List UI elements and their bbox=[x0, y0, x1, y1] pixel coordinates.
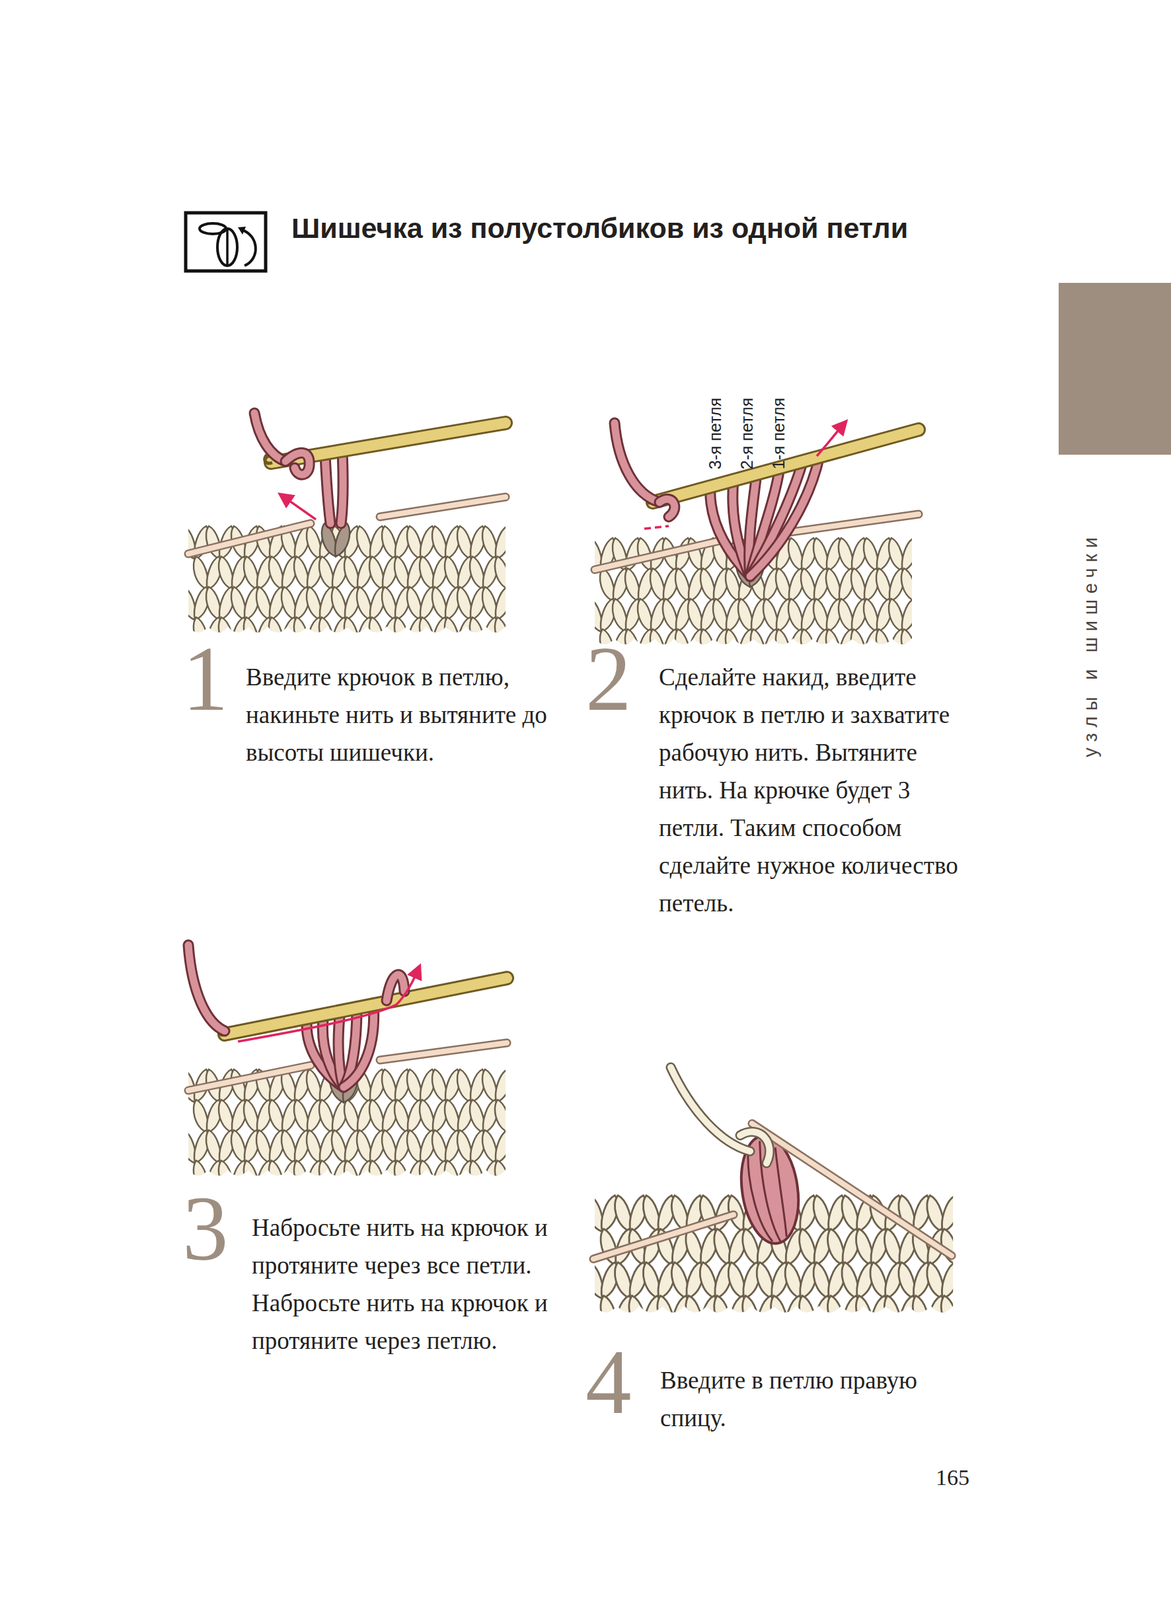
step-text: Введите в петлю правую спицу. bbox=[660, 1361, 965, 1437]
step-3-illustration bbox=[181, 944, 523, 1194]
step-number: 1 bbox=[182, 633, 229, 725]
step-1-illustration bbox=[181, 413, 523, 651]
loop-label: 1-я петля bbox=[768, 397, 789, 470]
loop-label: 3-я петля bbox=[705, 397, 725, 470]
symbol-icon bbox=[185, 212, 266, 271]
step-number: 3 bbox=[182, 1182, 229, 1275]
step-text: Введите крючок в петлю, накиньте нить и … bbox=[245, 658, 564, 772]
step-2-illustration bbox=[587, 421, 930, 663]
step-number: 2 bbox=[585, 633, 632, 725]
page-number: 165 bbox=[935, 1464, 970, 1491]
loop-label: 2-я петля bbox=[736, 397, 757, 470]
step-4-illustration bbox=[586, 1067, 973, 1333]
side-tab bbox=[1058, 282, 1171, 455]
section-tab-text: узлы и шишечки bbox=[1079, 531, 1102, 757]
step-text: Набросьте нить на крючок и протяните чер… bbox=[251, 1208, 563, 1360]
step-number: 4 bbox=[585, 1336, 632, 1429]
step-text: Сделайте накид, введите крючок в петлю и… bbox=[658, 658, 963, 922]
page-title: Шишечка из полустолбиков из одной петли bbox=[291, 210, 926, 246]
